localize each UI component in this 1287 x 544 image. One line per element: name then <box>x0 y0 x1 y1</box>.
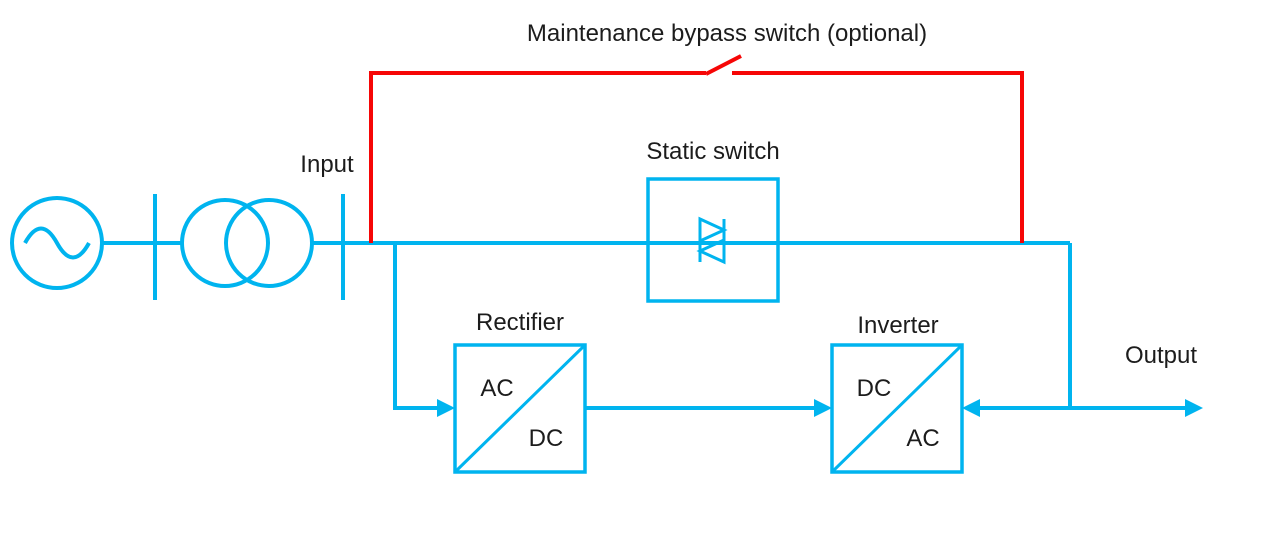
rectifier-ac-label: AC <box>480 375 513 402</box>
arrow-output-icon <box>1185 399 1203 417</box>
rectifier-dc-label: DC <box>529 425 564 452</box>
ac-sine-wave-icon <box>23 226 91 260</box>
branch-to-rectifier-line <box>393 243 439 410</box>
inverter-label: Inverter <box>857 312 938 339</box>
arrow-into-rectifier-icon <box>437 399 455 417</box>
bypass-line-right <box>732 71 1024 243</box>
static-switch-label: Static switch <box>646 138 779 165</box>
triac-upper-triangle-icon <box>698 216 728 244</box>
input-label: Input <box>300 151 354 178</box>
inverter-ac-label: AC <box>906 425 939 452</box>
triac-lower-triangle-icon <box>696 237 726 265</box>
static-switch-box <box>646 177 780 303</box>
output-label: Output <box>1125 342 1197 369</box>
arrow-into-inverter-icon <box>814 399 832 417</box>
transformer-primary-icon <box>180 198 270 288</box>
inverter-diagonal <box>830 343 964 474</box>
arrow-toward-inverter-icon <box>962 399 980 417</box>
bypass-switch-blade-icon <box>705 54 742 76</box>
inverter-box <box>830 343 964 474</box>
bypass-line-left <box>369 71 706 243</box>
rectifier-diagonal <box>453 343 587 474</box>
rectifier-label: Rectifier <box>476 309 564 336</box>
inverter-dc-label: DC <box>857 375 892 402</box>
maintenance-bypass-label: Maintenance bypass switch (optional) <box>527 20 927 47</box>
